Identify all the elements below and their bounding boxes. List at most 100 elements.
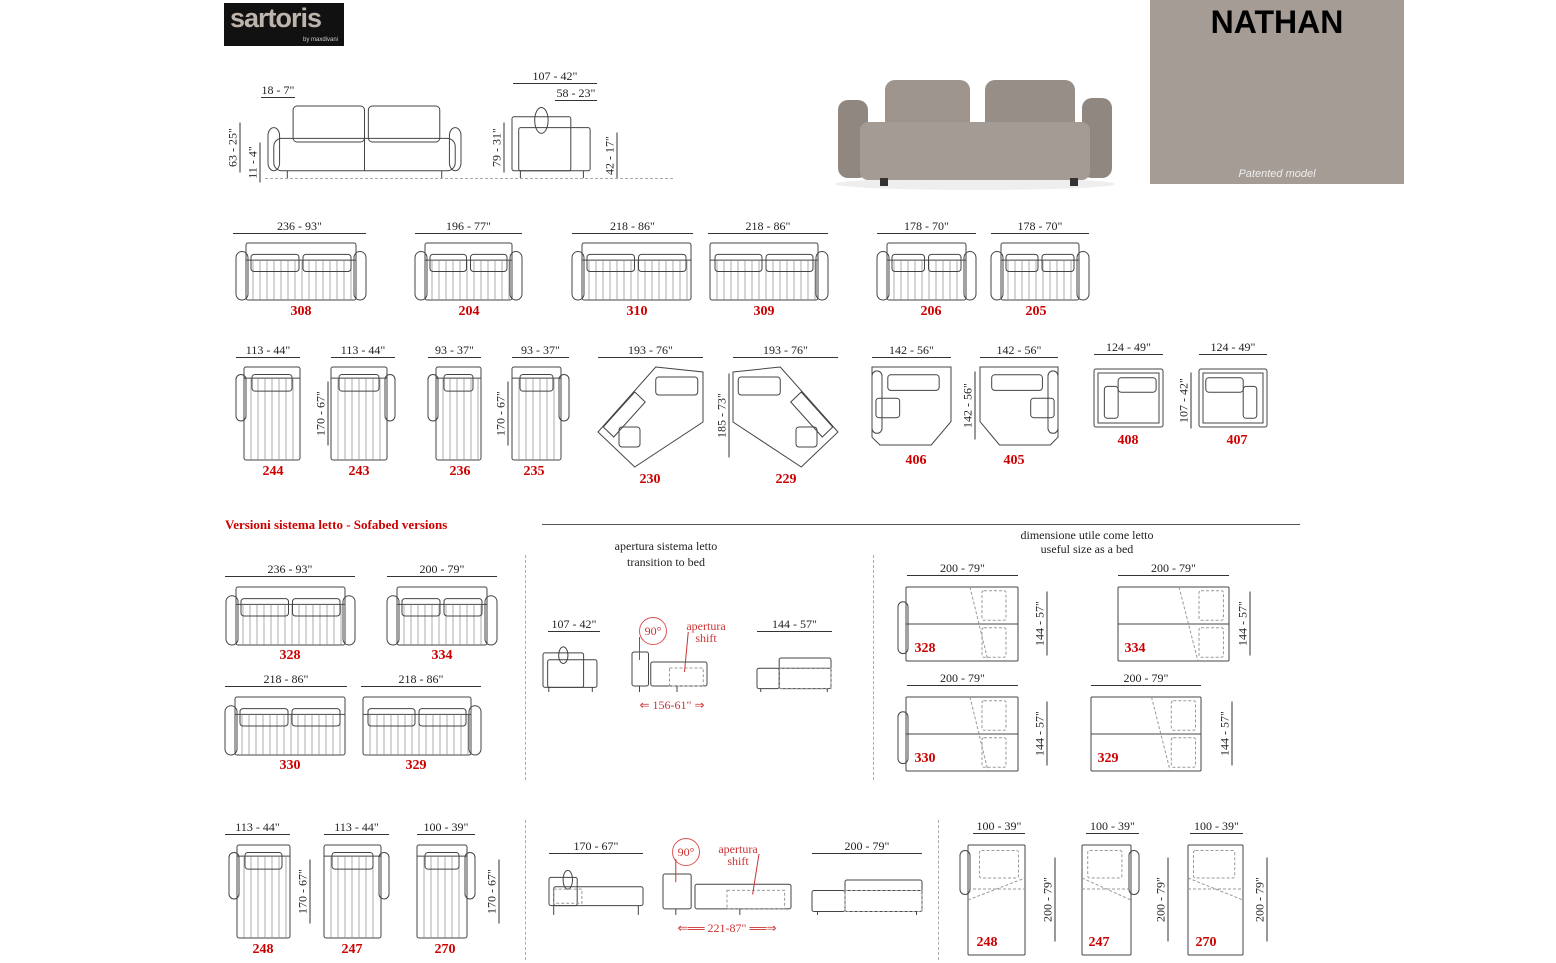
- sofa-line-art: [386, 586, 498, 646]
- sidelong-line-art: [548, 869, 644, 915]
- front-elevation-drawing: [267, 105, 462, 178]
- shift-it: apertura: [686, 619, 726, 633]
- bed-width-label: 144 - 57": [1235, 591, 1251, 656]
- arm-width-label: 18 - 7": [261, 83, 295, 98]
- sofa-drawing: [876, 242, 977, 301]
- bed-drawing: [1081, 844, 1140, 956]
- sofabed-drawing: [225, 586, 356, 646]
- opening-drawing: [631, 631, 708, 692]
- sofa-line-art: [225, 586, 356, 646]
- bed-drawing: [959, 844, 1026, 956]
- logo-sub: by maxdivani: [302, 37, 338, 43]
- width-label: 193 - 76": [598, 343, 703, 358]
- title-it: dimensione utile come letto: [1020, 528, 1154, 542]
- openside-line-art: [811, 879, 923, 915]
- bed-length-label: 200 - 79": [1118, 561, 1229, 576]
- sofabed-drawing: [361, 696, 482, 756]
- open-side-drawing: [756, 657, 832, 692]
- module-code: 330: [279, 758, 301, 773]
- sofa-drawing: [571, 242, 693, 301]
- sofabed-drawing: [386, 586, 498, 646]
- module-code: 230: [639, 472, 661, 487]
- width-label: 113 - 44": [324, 820, 389, 835]
- module-code: 247: [341, 942, 363, 957]
- bed-width-label: 100 - 39": [973, 819, 1025, 834]
- opening-line-art: [631, 631, 708, 692]
- module-code: 270: [434, 942, 456, 957]
- chaise-drawing: [228, 844, 291, 939]
- chaise-r-line-art: [323, 844, 390, 939]
- sofabed-section-title: Versioni sistema letto - Sofabed version…: [225, 517, 448, 532]
- shift-en: shift: [695, 631, 717, 645]
- divider: [525, 555, 526, 780]
- open-depth-label: 200 - 79": [812, 839, 922, 854]
- module-code: 406: [905, 453, 927, 468]
- closed-depth-label: 107 - 42": [548, 617, 600, 632]
- corner-drawing: [1198, 368, 1268, 428]
- back-height-label: 79 - 31": [489, 122, 505, 173]
- travel-label: ⇐══ 221-87" ══⇒: [677, 921, 777, 935]
- divider: [525, 820, 526, 960]
- module-code: 407: [1226, 433, 1248, 448]
- corner-drawing: [979, 366, 1059, 446]
- module-code: 309: [753, 304, 775, 319]
- height-label: 63 - 25": [225, 122, 241, 173]
- width-label: 124 - 49": [1199, 340, 1267, 355]
- chaise-drawing: [416, 844, 476, 939]
- chaise-drawing: [511, 366, 570, 461]
- angle-r-line-art: [732, 366, 839, 468]
- width-label: 113 - 44": [225, 820, 290, 835]
- module-code: 205: [1025, 304, 1047, 319]
- depth-label: 142 - 56": [960, 371, 976, 440]
- front-line-art: [267, 105, 462, 178]
- chaise-r-line-art: [511, 366, 570, 461]
- module-code: 229: [775, 472, 797, 487]
- model-name: NATHAN: [1210, 4, 1344, 40]
- module-code: 248: [252, 942, 274, 957]
- chaise-drawing: [427, 366, 482, 461]
- width-label: 236 - 93": [233, 219, 366, 234]
- width-label: 196 - 77": [415, 219, 522, 234]
- width-label: 93 - 37": [428, 343, 481, 358]
- bedw-line-art: [897, 586, 1019, 662]
- travel-label: ⇐ 156-61" ⇒: [639, 698, 705, 712]
- rotation-90-icon: 90°: [639, 617, 667, 645]
- opening-drawing: [662, 853, 792, 915]
- depth-label: 185 - 73": [714, 373, 730, 458]
- module-code: 243: [348, 464, 370, 479]
- closed-depth-label: 170 - 67": [549, 839, 643, 854]
- bedw-line-art: [897, 696, 1019, 772]
- width-label: 200 - 79": [387, 562, 497, 577]
- width-label: 124 - 49": [1094, 340, 1163, 355]
- corner-r-line-art: [979, 366, 1059, 446]
- sofa-l-line-art: [571, 242, 692, 301]
- module-code: 206: [920, 304, 942, 319]
- chaise-drawing: [330, 366, 396, 461]
- module-code: 310: [626, 304, 648, 319]
- bed-length-label: 200 - 79": [1040, 857, 1056, 942]
- module-code: 329: [405, 758, 427, 773]
- module-code: 270: [1195, 935, 1217, 950]
- bed-length-label: 200 - 79": [1153, 857, 1169, 942]
- bed-drawing: [1117, 586, 1230, 662]
- sofa-drawing: [990, 242, 1090, 301]
- bed-width-label: 100 - 39": [1086, 819, 1139, 834]
- sofa-line-art: [876, 242, 977, 301]
- width-label: 93 - 37": [512, 343, 569, 358]
- sofa-line-art: [414, 242, 523, 301]
- model-title-box: NATHAN Patented model: [1150, 0, 1404, 184]
- patent-note: Patented model: [1238, 168, 1316, 180]
- module-code: 248: [976, 935, 998, 950]
- bed-drawing: [1187, 844, 1244, 956]
- closed-side-drawing: [548, 868, 644, 915]
- side-elevation-drawing: [511, 106, 596, 178]
- corner-drawing: [1093, 368, 1164, 428]
- leg-height-label: 11 - 4": [245, 142, 261, 183]
- bedt-r-line-art: [1081, 844, 1140, 956]
- depth-label: 170 - 67": [484, 859, 500, 924]
